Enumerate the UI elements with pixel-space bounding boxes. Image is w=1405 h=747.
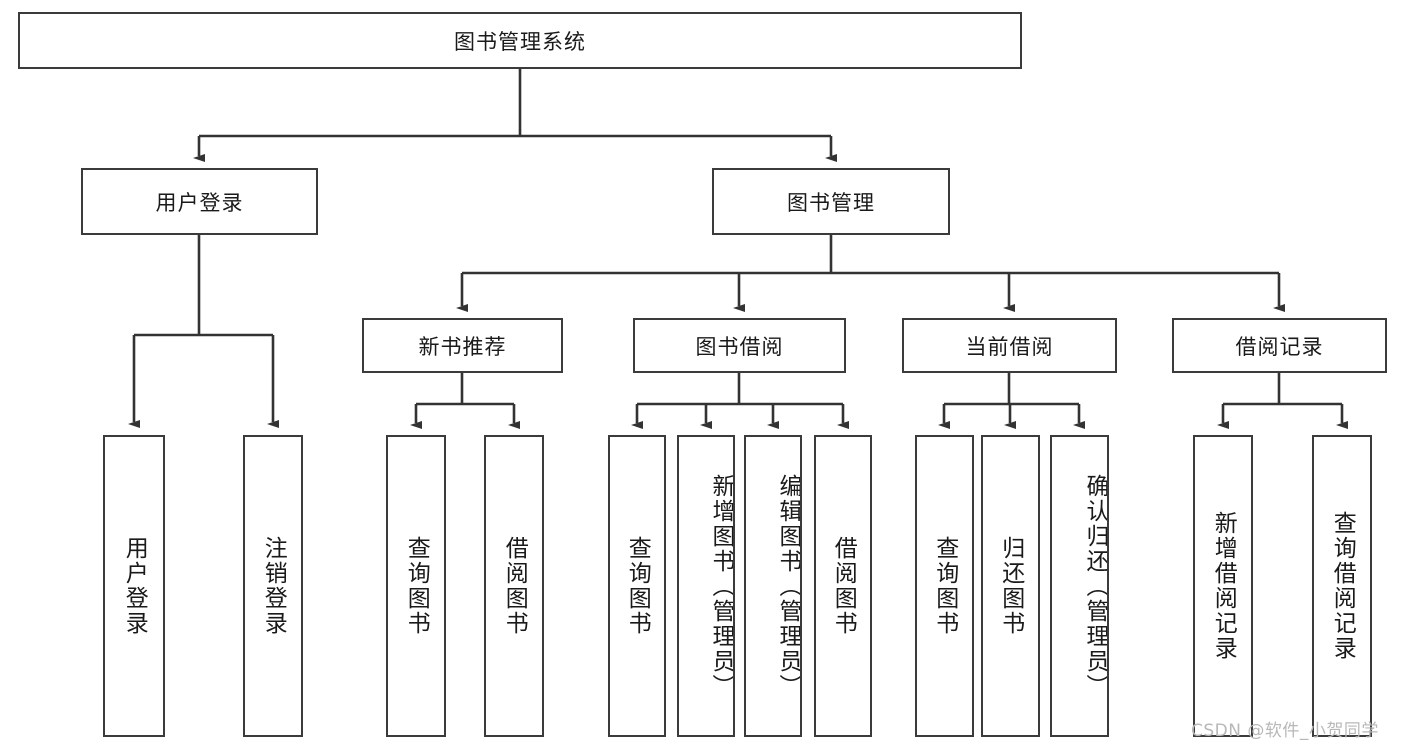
node-user-login[interactable]: 用户登录 bbox=[81, 168, 318, 235]
node-current-borrow-label: 当前借阅 bbox=[965, 334, 1054, 359]
leaf-add-book-admin[interactable]: 新增图书（管理员） bbox=[677, 435, 735, 737]
leaf-edit-book-admin-label: 编辑图书（管理员） bbox=[775, 473, 801, 699]
node-borrow-record-label: 借阅记录 bbox=[1235, 334, 1324, 359]
leaf-query-book-recommend-label: 查询图书 bbox=[403, 536, 430, 636]
leaf-query-book-recommend[interactable]: 查询图书 bbox=[386, 435, 446, 737]
node-book-management[interactable]: 图书管理 bbox=[712, 168, 950, 235]
node-new-book-recommend-label: 新书推荐 bbox=[418, 334, 507, 359]
node-new-book-recommend[interactable]: 新书推荐 bbox=[362, 318, 563, 373]
leaf-borrow-book[interactable]: 借阅图书 bbox=[814, 435, 872, 737]
watermark: CSDN @软件_小贺同学 bbox=[1191, 721, 1379, 741]
node-book-borrow-label: 图书借阅 bbox=[695, 334, 784, 359]
leaf-confirm-return-admin-label: 确认归还（管理员） bbox=[1082, 473, 1108, 699]
node-root[interactable]: 图书管理系统 bbox=[18, 12, 1022, 69]
leaf-query-book-current[interactable]: 查询图书 bbox=[915, 435, 974, 737]
leaf-return-book-label: 归还图书 bbox=[997, 536, 1024, 636]
leaf-add-borrow-record[interactable]: 新增借阅记录 bbox=[1193, 435, 1253, 737]
leaf-add-borrow-record-label: 新增借阅记录 bbox=[1210, 511, 1237, 661]
node-borrow-record[interactable]: 借阅记录 bbox=[1172, 318, 1387, 373]
node-book-borrow[interactable]: 图书借阅 bbox=[633, 318, 846, 373]
leaf-query-borrow-record-label: 查询借阅记录 bbox=[1329, 511, 1356, 661]
leaf-query-book-current-label: 查询图书 bbox=[931, 536, 958, 636]
leaf-query-borrow-record[interactable]: 查询借阅记录 bbox=[1312, 435, 1372, 737]
leaf-user-login[interactable]: 用户登录 bbox=[103, 435, 165, 737]
leaf-borrow-book-label: 借阅图书 bbox=[830, 536, 857, 636]
node-user-login-label: 用户登录 bbox=[155, 190, 244, 215]
leaf-query-book-borrow[interactable]: 查询图书 bbox=[608, 435, 666, 737]
leaf-edit-book-admin[interactable]: 编辑图书（管理员） bbox=[744, 435, 802, 737]
node-root-label: 图书管理系统 bbox=[454, 29, 586, 54]
leaf-user-login-label: 用户登录 bbox=[121, 536, 148, 636]
leaf-confirm-return-admin[interactable]: 确认归还（管理员） bbox=[1050, 435, 1109, 737]
node-book-management-label: 图书管理 bbox=[787, 190, 875, 215]
leaf-logout[interactable]: 注销登录 bbox=[243, 435, 303, 737]
leaf-query-book-borrow-label: 查询图书 bbox=[624, 536, 651, 636]
leaf-borrow-book-recommend-label: 借阅图书 bbox=[501, 536, 528, 636]
leaf-logout-label: 注销登录 bbox=[260, 536, 287, 636]
node-current-borrow[interactable]: 当前借阅 bbox=[902, 318, 1117, 373]
leaf-borrow-book-recommend[interactable]: 借阅图书 bbox=[484, 435, 544, 737]
leaf-add-book-admin-label: 新增图书（管理员） bbox=[708, 473, 734, 699]
leaf-return-book[interactable]: 归还图书 bbox=[981, 435, 1040, 737]
